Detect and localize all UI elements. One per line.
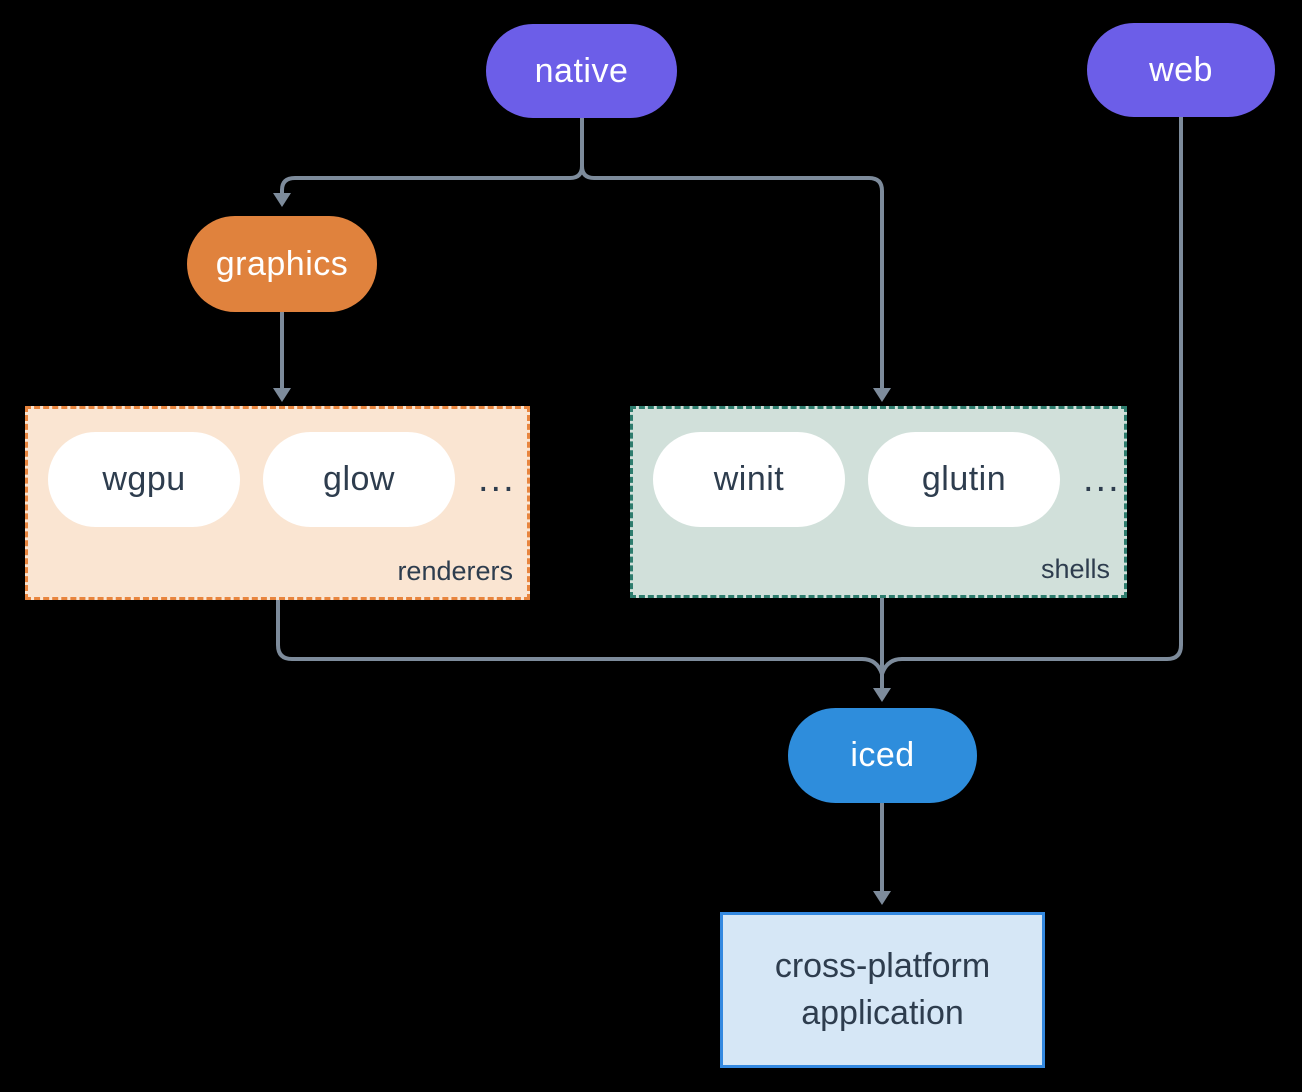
arrowhead-shells (873, 388, 891, 402)
group-shells-pills: winit glutin ... (633, 409, 1124, 527)
arrowhead-app (873, 891, 891, 905)
edge-native-to-graphics (280, 118, 584, 193)
edge-native-to-shells (580, 165, 884, 388)
group-shells-label: shells (1040, 554, 1110, 584)
node-web: web (1087, 23, 1275, 117)
node-glow-label: glow (323, 460, 395, 498)
edge-renderers-to-iced (276, 600, 884, 675)
node-wgpu: wgpu (48, 432, 240, 527)
node-glutin-label: glutin (921, 460, 1007, 498)
node-glow: glow (263, 432, 455, 527)
arrowhead-graphics (273, 193, 291, 207)
arrowhead-renderers (273, 388, 291, 402)
group-shells: winit glutin ... shells (630, 406, 1127, 598)
node-app-label: cross-platform application (774, 947, 991, 1032)
node-winit-label: winit (713, 460, 785, 498)
node-web-label: web (1149, 50, 1213, 89)
renderers-ellipsis: ... (478, 458, 516, 500)
node-graphics-label: graphics (215, 244, 349, 283)
group-renderers: wgpu glow ... renderers (25, 406, 530, 600)
node-iced: iced (788, 708, 977, 803)
node-iced-label: iced (850, 736, 915, 774)
node-wgpu-label: wgpu (102, 460, 186, 498)
node-glutin: glutin (868, 432, 1060, 527)
node-graphics: graphics (187, 216, 377, 312)
node-native: native (486, 24, 677, 118)
group-renderers-label: renderers (397, 556, 513, 586)
arrowhead-iced (873, 688, 891, 702)
node-winit: winit (653, 432, 845, 527)
shells-ellipsis: ... (1083, 458, 1121, 500)
node-native-label: native (534, 51, 629, 90)
group-renderers-pills: wgpu glow ... (28, 409, 527, 527)
node-cross-platform-application: cross-platform application (720, 912, 1045, 1068)
